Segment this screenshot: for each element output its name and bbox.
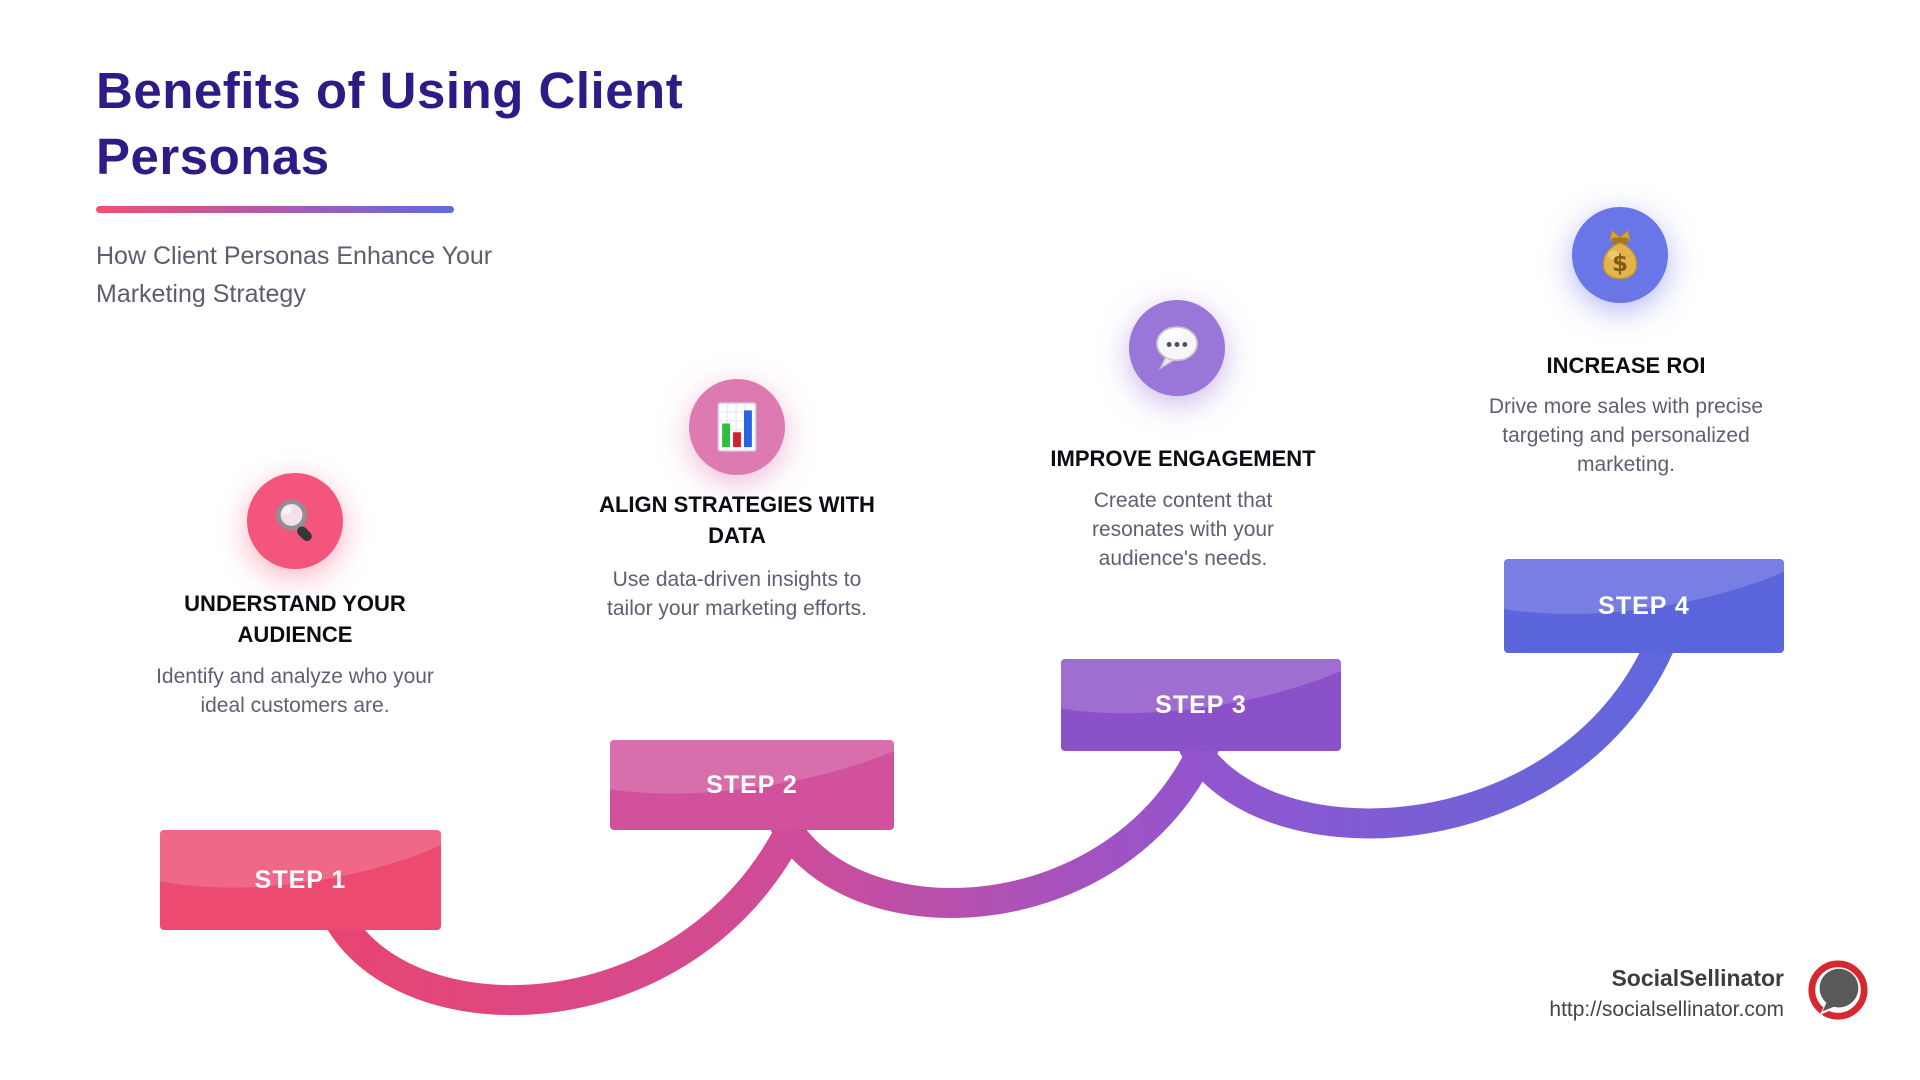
step4-banner-label: STEP 4 — [1598, 591, 1690, 620]
page-subtitle: How Client Personas Enhance Your Marketi… — [96, 242, 493, 308]
step3-title: IMPROVE ENGAGEMENT — [1050, 446, 1316, 471]
step3-icon-circle — [1129, 300, 1225, 396]
step2-description: Use data-driven insights to tailor your … — [607, 568, 867, 620]
socialsellinator-logo-icon — [1808, 960, 1868, 1020]
brand-name: SocialSellinator — [1611, 965, 1784, 991]
step2-banner-label: STEP 2 — [706, 770, 798, 799]
step4-title: INCREASE ROI — [1546, 353, 1706, 378]
magnifying-glass-icon — [276, 499, 312, 542]
money-bag-icon: $ — [1602, 229, 1638, 280]
connector-step2-step3 — [764, 732, 1222, 918]
connector-step1-step2 — [321, 804, 814, 1015]
footer: SocialSellinator http://socialsellinator… — [1549, 964, 1784, 1023]
step4-description: Drive more sales with precise targeting … — [1488, 395, 1764, 476]
page-title-line-2: Personas — [96, 128, 330, 185]
step4-icon-circle: $ — [1572, 207, 1668, 303]
connector-step3-step4 — [1176, 638, 1674, 839]
step3-banner: STEP 3 — [1061, 659, 1341, 751]
step2-title: ALIGN STRATEGIES WITH DATA — [599, 492, 875, 548]
step1-description: Identify and analyze who your ideal cust… — [156, 665, 434, 717]
step3-description: Create content that resonates with your … — [1091, 489, 1275, 570]
brand-url: http://socialsellinator.com — [1549, 998, 1784, 1021]
step1-title: UNDERSTAND YOUR AUDIENCE — [184, 591, 406, 647]
step1-banner: STEP 1 — [160, 830, 441, 930]
speech-balloon-icon — [1156, 326, 1198, 370]
step2-icon-circle — [689, 379, 785, 475]
svg-text:$: $ — [1612, 251, 1628, 277]
page-title-line-1: Benefits of Using Client — [96, 62, 684, 119]
step4-banner: STEP 4 — [1504, 559, 1784, 653]
step1-banner-label: STEP 1 — [254, 865, 347, 894]
gradient-divider — [96, 206, 454, 213]
step2-banner: STEP 2 — [610, 740, 894, 830]
bar-chart-icon — [717, 402, 757, 452]
step1-icon-circle — [247, 473, 343, 569]
step3-banner-label: STEP 3 — [1155, 690, 1247, 719]
header: Benefits of Using Client Personas How Cl… — [96, 58, 683, 313]
